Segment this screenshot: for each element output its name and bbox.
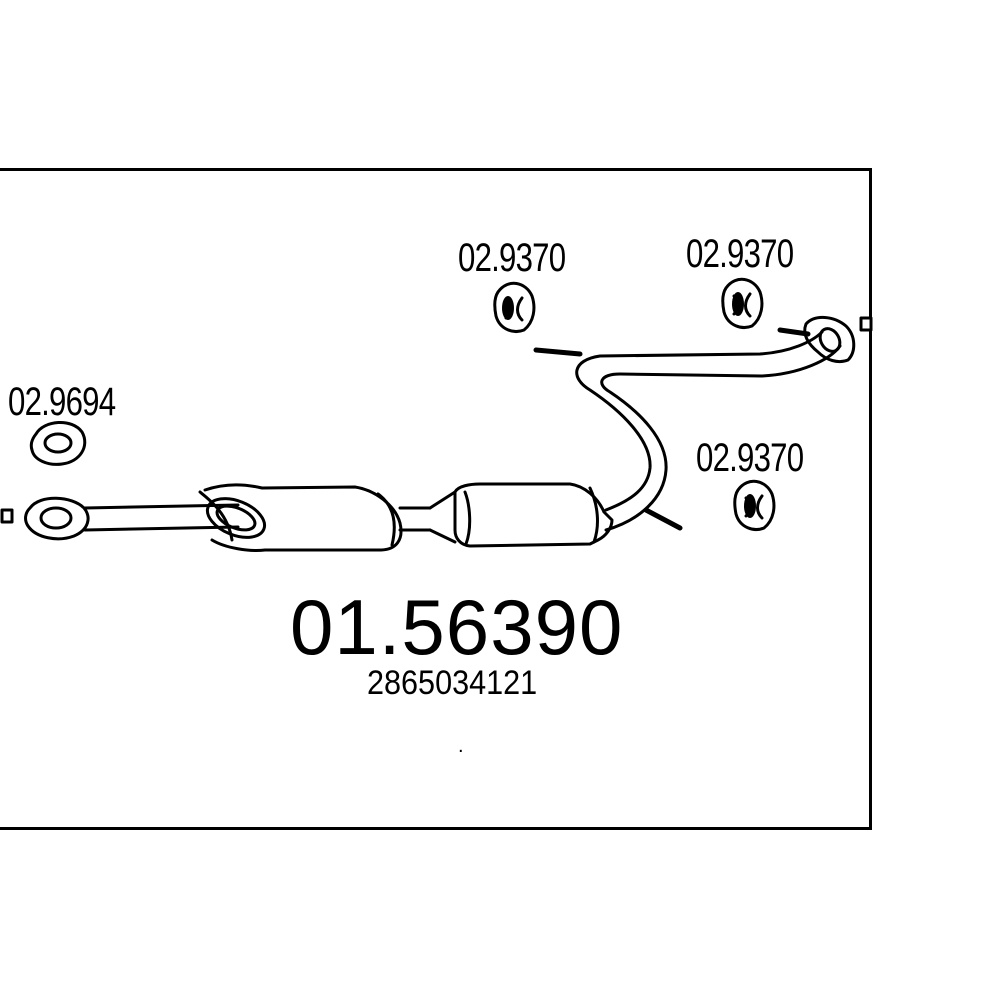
rear-pipe xyxy=(575,330,842,532)
frame-tick-left xyxy=(0,508,14,524)
catalytic-converter xyxy=(453,482,614,548)
hanger-part-label-3: 02.9370 xyxy=(696,436,804,480)
hanger-stud-2 xyxy=(643,507,683,531)
front-muffler xyxy=(198,483,403,552)
mid-pipe xyxy=(398,490,457,544)
inlet-flange-icon xyxy=(24,496,90,541)
frame-tick-right xyxy=(859,316,873,332)
hanger-part-label-2: 02.9370 xyxy=(686,232,794,276)
hanger-stud-1 xyxy=(533,347,583,357)
hanger-stud-3 xyxy=(777,327,811,337)
inlet-pipe xyxy=(83,503,240,532)
flange-gasket-icon xyxy=(29,421,87,466)
footnote-mark: . xyxy=(458,735,464,757)
outlet-flange-icon xyxy=(803,316,856,364)
hanger-part-label-1: 02.9370 xyxy=(458,236,566,280)
diagram-frame xyxy=(0,168,872,830)
oem-number: 2865034121 xyxy=(367,664,538,702)
gasket-part-label: 02.9694 xyxy=(8,380,116,424)
part-number: 01.56390 xyxy=(290,583,624,671)
rubber-hanger-icon xyxy=(493,281,536,333)
